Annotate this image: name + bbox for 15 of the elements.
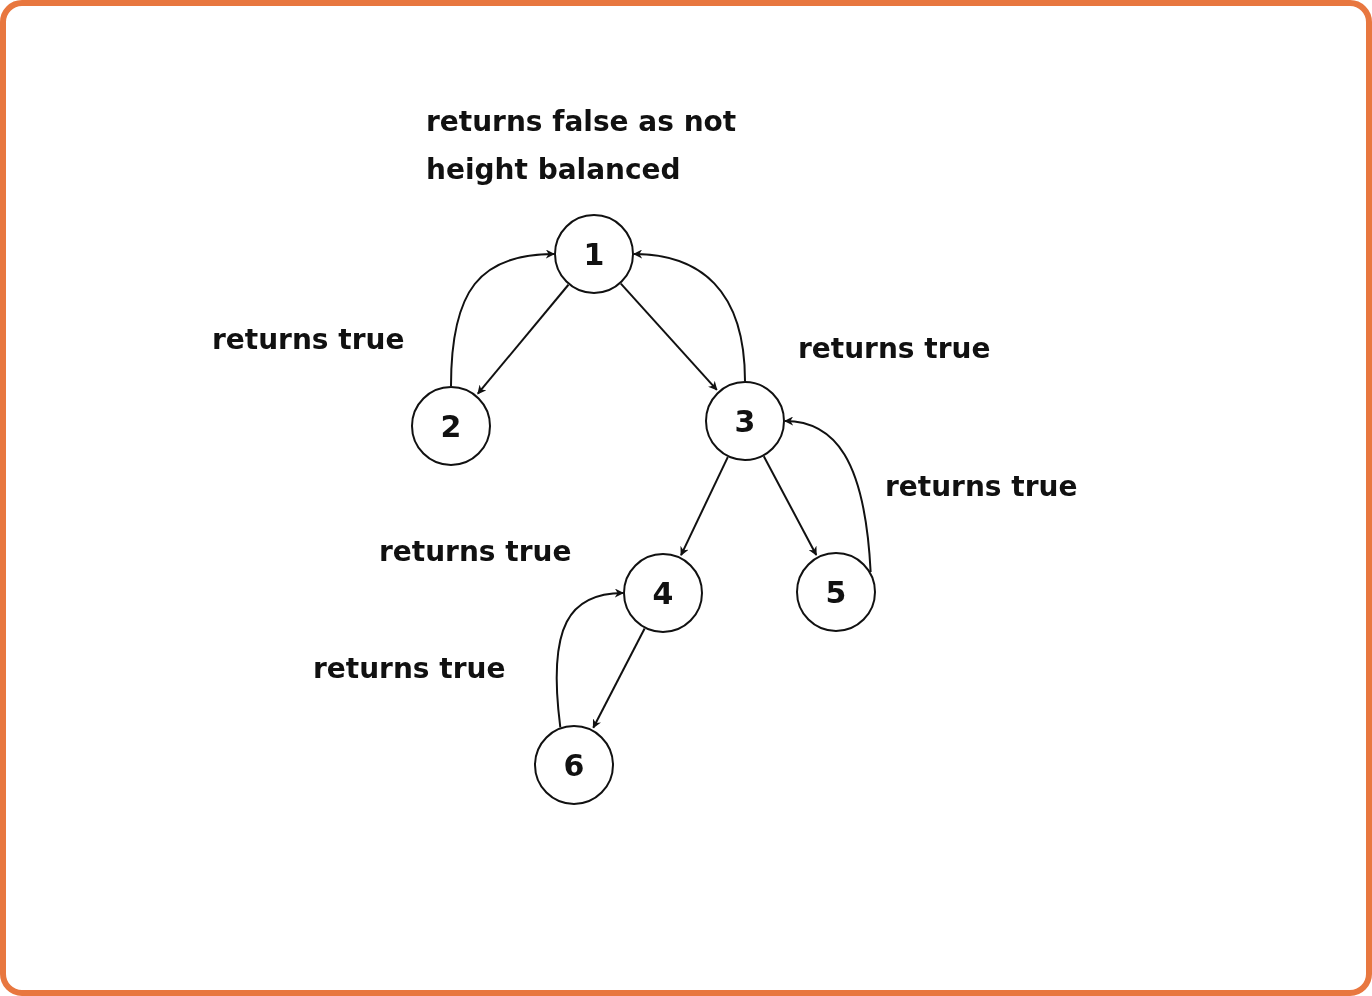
tree-node-circle: 1 — [554, 214, 634, 294]
tree-node-circle: 3 — [705, 381, 785, 461]
curved-arrow — [784, 417, 872, 573]
tree-node-circle: 4 — [623, 553, 703, 633]
arrow — [619, 282, 718, 391]
tree-node-circle: 2 — [411, 386, 491, 466]
tree-node-circle: 5 — [796, 552, 876, 632]
arrow — [592, 627, 646, 729]
arrow — [762, 455, 818, 556]
curved-arrow — [450, 249, 555, 387]
tree-node-circle: 6 — [534, 725, 614, 805]
arrow — [680, 456, 729, 557]
curved-arrow — [555, 588, 624, 729]
arrow — [476, 283, 570, 395]
curved-arrow — [633, 249, 746, 382]
